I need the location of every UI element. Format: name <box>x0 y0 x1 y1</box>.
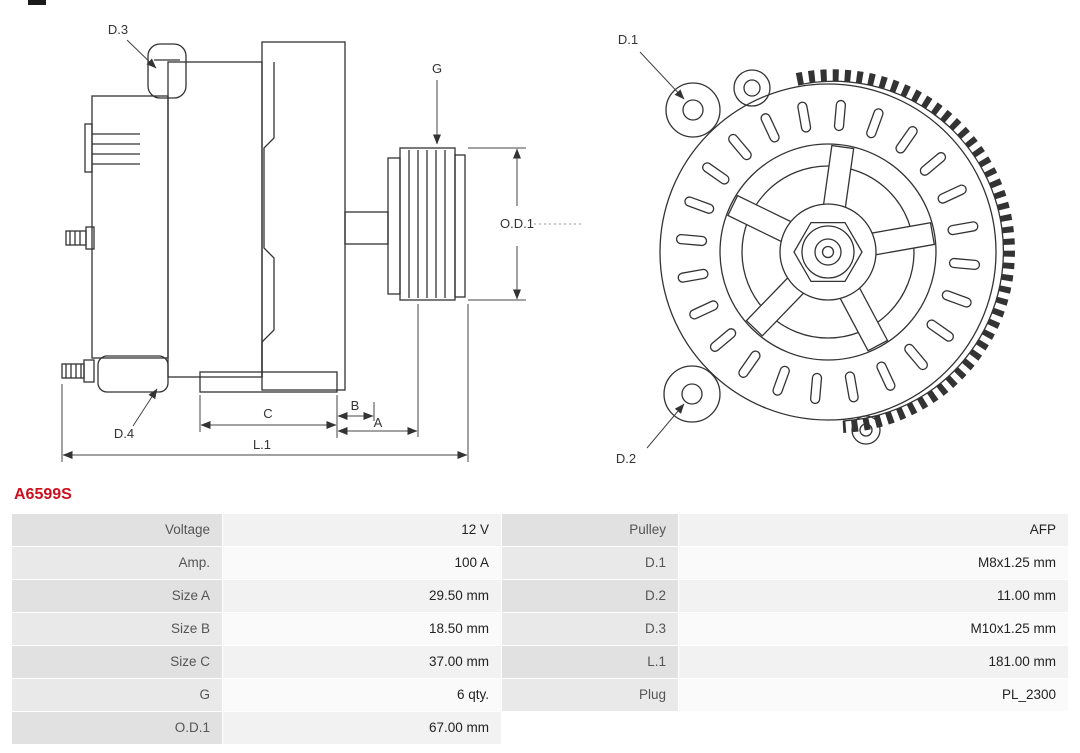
ear-top-left <box>665 82 721 138</box>
spec-value: PL_2300 <box>679 679 1068 711</box>
spec-value: 100 A <box>223 547 501 579</box>
spec-label: D.2 <box>502 580 678 612</box>
shaft-nut <box>793 221 863 283</box>
shaft <box>344 211 389 245</box>
dim-d1-leader <box>639 51 685 100</box>
spec-value: M10x1.25 mm <box>679 613 1068 645</box>
side-view-labels: D.3 G O.D.1 D.4 C B A L.1 <box>106 21 535 454</box>
dim-d2-leader <box>646 403 685 449</box>
hole-d2 <box>681 383 703 405</box>
side-view <box>61 41 466 393</box>
spec-label: D.1 <box>502 547 678 579</box>
spec-value: 11.00 mm <box>679 580 1068 612</box>
dim-d4-leader <box>132 388 158 427</box>
label-d1: D.1 <box>618 32 638 47</box>
stator-teeth <box>795 69 1015 433</box>
spec-label: Plug <box>502 679 678 711</box>
spec-label: O.D.1 <box>12 712 222 744</box>
side-view-dimensions <box>61 39 582 462</box>
label-a: A <box>374 415 383 430</box>
label-b: B <box>351 398 360 413</box>
spec-value: 12 V <box>223 514 501 546</box>
front-view <box>659 69 1015 445</box>
stator-teeth-root <box>797 80 1005 422</box>
pulley-flange-left <box>387 157 401 295</box>
mid-housing <box>167 61 263 378</box>
spec-label: Pulley <box>502 514 678 546</box>
rear-fins <box>84 123 93 173</box>
label-od1: O.D.1 <box>500 216 534 231</box>
housing-joint <box>261 62 275 377</box>
spec-label: D.3 <box>502 613 678 645</box>
spec-table: Voltage 12 V Pulley AFP Amp. 100 A D.1 M… <box>12 514 1068 744</box>
cropped-artifact <box>28 0 46 5</box>
pulley-flange-right <box>454 154 466 298</box>
part-number: A6599S <box>14 486 72 503</box>
spec-value: M8x1.25 mm <box>679 547 1068 579</box>
vent-slots <box>675 99 981 405</box>
rear-housing <box>91 95 169 359</box>
top-mounting-lug <box>147 43 187 99</box>
spec-label: Size B <box>12 613 222 645</box>
tab-bottom <box>851 415 881 445</box>
spec-label: G <box>12 679 222 711</box>
boss-top <box>733 69 771 107</box>
label-g: G <box>432 61 442 76</box>
spec-value: 181.00 mm <box>679 646 1068 678</box>
spec-label-empty <box>502 712 678 744</box>
hole-d1 <box>682 99 704 121</box>
spec-label: Size C <box>12 646 222 678</box>
spec-value: 6 qty. <box>223 679 501 711</box>
spec-value: 18.50 mm <box>223 613 501 645</box>
terminal-stud <box>65 226 95 250</box>
spec-value: 29.50 mm <box>223 580 501 612</box>
dim-d3-leader <box>126 39 157 69</box>
bottom-mounting-lug <box>97 355 169 393</box>
spec-value: 67.00 mm <box>223 712 501 744</box>
front-view-labels: D.1 D.2 <box>614 31 639 468</box>
front-view-dimensions <box>639 51 685 449</box>
technical-drawing: D.3 G O.D.1 D.4 C B A L.1 <box>61 21 1015 468</box>
pulley-inner <box>741 165 915 339</box>
spec-value: AFP <box>679 514 1068 546</box>
pulley-spokes <box>727 144 936 352</box>
spec-value: 37.00 mm <box>223 646 501 678</box>
mounting-foot <box>199 371 338 393</box>
spec-label: Size A <box>12 580 222 612</box>
label-d4: D.4 <box>114 426 134 441</box>
housing-outline <box>659 83 997 421</box>
label-d2: D.2 <box>616 451 636 466</box>
spec-label: Amp. <box>12 547 222 579</box>
spec-label: L.1 <box>502 646 678 678</box>
pulley-rim <box>719 143 937 361</box>
mounting-stud <box>61 359 95 383</box>
label-d3: D.3 <box>108 22 128 37</box>
label-l1: L.1 <box>253 437 271 452</box>
spec-label: Voltage <box>12 514 222 546</box>
spec-value-empty <box>679 712 1068 744</box>
label-c: C <box>263 406 272 421</box>
ear-bottom-left <box>663 365 721 423</box>
